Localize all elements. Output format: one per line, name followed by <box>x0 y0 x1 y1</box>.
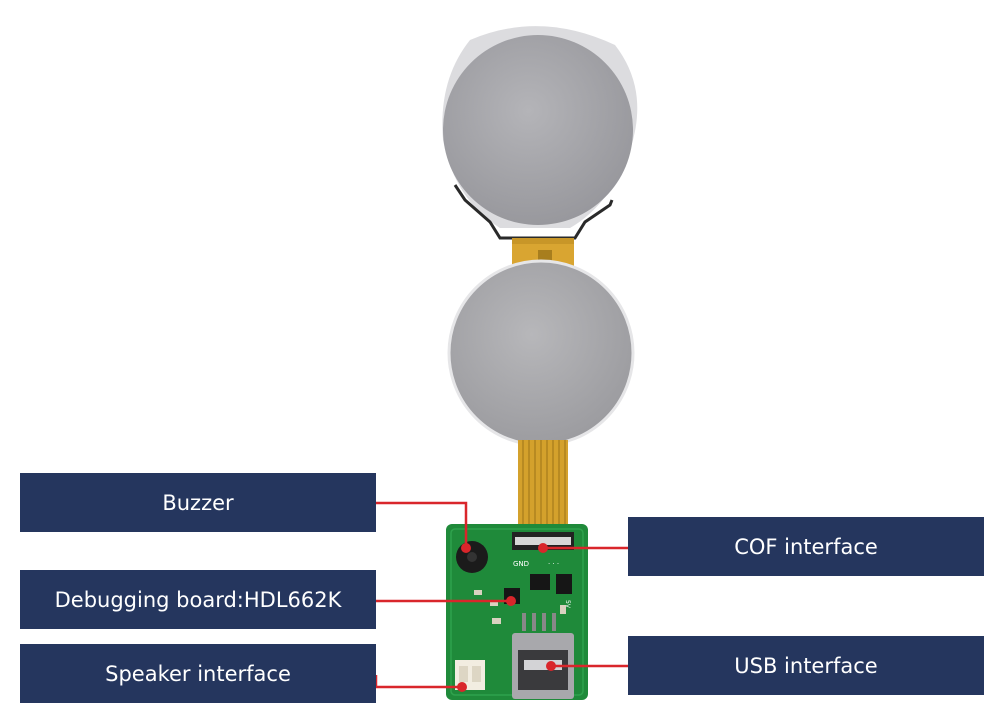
label-usb-interface: USB interface <box>628 636 984 695</box>
svg-text:· · ·: · · · <box>548 560 559 568</box>
round-display-back <box>447 259 635 447</box>
round-display-front <box>442 26 638 240</box>
dot-buzzer <box>461 543 471 553</box>
dot-usb <box>546 661 556 671</box>
dot-cof <box>538 543 548 553</box>
leader-speaker <box>374 675 462 689</box>
label-buzzer-text: Buzzer <box>162 490 234 515</box>
silkscreen-right: 5V <box>564 600 571 609</box>
label-debugging-board-text: Debugging board:HDL662K <box>54 587 342 612</box>
dot-debug <box>506 596 516 606</box>
label-cof-interface-text: COF interface <box>734 534 878 559</box>
leader-lines <box>374 501 628 689</box>
fpc-cable <box>518 440 568 528</box>
label-speaker-interface-text: Speaker interface <box>105 661 291 686</box>
dot-speaker <box>457 682 467 692</box>
leader-buzzer <box>376 501 468 548</box>
label-speaker-interface: Speaker interface <box>20 644 376 703</box>
label-usb-interface-text: USB interface <box>734 653 878 678</box>
label-debugging-board: Debugging board:HDL662K <box>20 570 376 629</box>
debugging-board-pcb: GND · · · 5V <box>446 524 588 700</box>
label-buzzer: Buzzer <box>20 473 376 532</box>
label-cof-interface: COF interface <box>628 517 984 576</box>
silkscreen-top: GND <box>513 560 529 568</box>
